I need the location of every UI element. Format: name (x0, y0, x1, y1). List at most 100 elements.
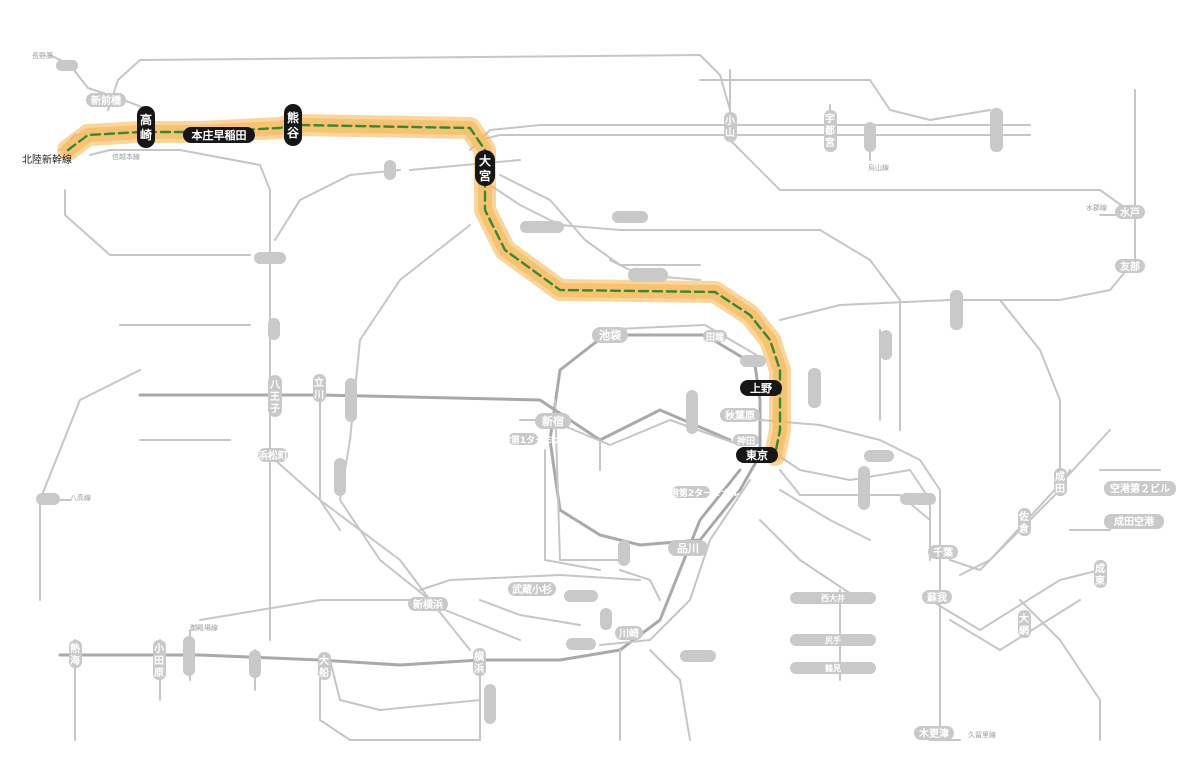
svg-text:崎: 崎 (140, 127, 152, 142)
station-tokyo[interactable]: 東京 (736, 447, 778, 463)
svg-text:宮: 宮 (479, 168, 491, 183)
svg-text:立: 立 (314, 376, 324, 389)
station-gray: 羽田空港第1ターミナル (475, 433, 571, 446)
station-gray: 鶴見 (790, 662, 876, 674)
svg-text:都: 都 (824, 124, 835, 137)
svg-text:川: 川 (313, 389, 324, 401)
station-gray (564, 590, 598, 602)
station-gray (880, 330, 892, 360)
station-gray (183, 636, 195, 676)
station-gray: 宇都宮 (824, 110, 837, 152)
svg-text:信越本線: 信越本線 (112, 152, 140, 161)
svg-text:横: 横 (474, 650, 485, 663)
svg-text:水戸: 水戸 (1119, 206, 1140, 219)
svg-text:新横浜: 新横浜 (413, 598, 443, 611)
svg-text:浜松町: 浜松町 (258, 449, 288, 462)
station-gray (254, 252, 286, 264)
station-gray: 田端 (703, 330, 727, 343)
svg-text:宮: 宮 (825, 136, 835, 149)
svg-text:千葉: 千葉 (933, 546, 954, 559)
station-gray (345, 378, 357, 422)
svg-text:秋葉原: 秋葉原 (725, 409, 755, 422)
svg-text:神田: 神田 (737, 435, 755, 447)
svg-text:熊: 熊 (287, 110, 299, 125)
station-gray: 小田原 (153, 640, 166, 680)
station-gray (268, 318, 280, 340)
svg-text:蘇我: 蘇我 (926, 591, 947, 604)
station-gray: 空港第２ビル (1104, 481, 1176, 496)
station-gray (618, 540, 630, 566)
station-gray: 友部 (1115, 259, 1145, 273)
station-takasaki[interactable]: 高 崎 (137, 106, 155, 148)
station-gray (249, 650, 261, 678)
svg-text:海: 海 (70, 654, 80, 667)
svg-text:大: 大 (479, 153, 491, 168)
station-ueno[interactable]: 上野 (740, 380, 782, 396)
station-gray (566, 638, 596, 650)
station-gray: 神田 (733, 434, 759, 447)
svg-text:西大井: 西大井 (821, 593, 845, 603)
station-gray: 尻手 (790, 634, 876, 646)
station-gray: 品川 (668, 540, 708, 556)
svg-text:宇: 宇 (825, 112, 835, 125)
route-label: 北陸新幹線 (22, 153, 72, 166)
station-gray (864, 450, 894, 462)
station-gray (900, 493, 936, 505)
station-gray: 大網 (1018, 610, 1031, 638)
svg-text:子: 子 (270, 403, 280, 415)
station-gray: 横浜 (473, 648, 486, 676)
svg-text:久留里線: 久留里線 (968, 730, 996, 739)
station-gray: 池袋 (592, 327, 628, 343)
svg-text:烏山線: 烏山線 (868, 163, 889, 172)
station-gray: 西大井 (790, 592, 876, 604)
svg-text:友部: 友部 (1120, 260, 1140, 273)
svg-text:東京: 東京 (746, 448, 768, 462)
svg-text:八: 八 (269, 379, 281, 391)
station-honjo-waseda[interactable]: 本庄早稲田 (183, 127, 255, 143)
station-gray: 武蔵小杉 (508, 582, 556, 596)
svg-text:熱: 熱 (70, 642, 80, 655)
station-gray: 蘇我 (922, 590, 952, 604)
svg-text:本庄早稲田: 本庄早稲田 (192, 128, 247, 142)
station-gray (600, 608, 612, 630)
station-gray (858, 466, 870, 510)
station-gray: 川崎 (615, 626, 643, 640)
station-gray (612, 211, 648, 223)
gray-stations: 新前橋 小山 宇都宮 水戸 友部 池袋 田端 新宿 秋葉原 神田 千葉 蘇我 成… (36, 60, 1176, 740)
station-kumagaya[interactable]: 熊 谷 (284, 104, 302, 146)
svg-text:山: 山 (725, 126, 735, 139)
station-gray: 佐倉 (1018, 508, 1031, 536)
svg-text:武蔵小杉: 武蔵小杉 (512, 583, 552, 596)
svg-text:尻手: 尻手 (825, 635, 841, 645)
svg-text:高: 高 (140, 112, 152, 127)
background-network (39, 54, 1161, 741)
highlight-stations: 高 崎 本庄早稲田 熊 谷 大 宮 上野 東京 (137, 104, 782, 463)
svg-text:長野原: 長野原 (32, 52, 53, 60)
svg-text:王: 王 (270, 391, 280, 403)
svg-text:谷: 谷 (287, 125, 300, 140)
svg-text:網: 網 (1019, 624, 1029, 637)
station-gray (520, 221, 564, 233)
station-gray (56, 60, 78, 71)
svg-text:東: 東 (1095, 574, 1105, 587)
svg-text:倉: 倉 (1018, 522, 1030, 535)
station-gray: 千葉 (928, 545, 958, 559)
station-gray (484, 684, 496, 724)
svg-text:水郡線: 水郡線 (1086, 203, 1107, 212)
station-gray: 新横浜 (408, 597, 448, 611)
svg-text:御殿場線: 御殿場線 (190, 623, 218, 632)
station-gray: 新前橋 (86, 93, 126, 107)
station-gray: 木更津 (914, 726, 954, 740)
svg-text:空港第２ビル: 空港第２ビル (1110, 482, 1170, 495)
station-omiya[interactable]: 大 宮 (475, 150, 495, 186)
svg-text:田: 田 (154, 655, 164, 667)
station-gray: 浜松町 (258, 448, 288, 462)
station-gray (680, 650, 716, 662)
station-gray (950, 290, 963, 330)
station-gray (740, 355, 766, 367)
station-gray (384, 160, 396, 180)
station-gray: 小山 (724, 112, 737, 142)
svg-text:大: 大 (319, 654, 329, 667)
svg-text:小: 小 (724, 114, 735, 127)
